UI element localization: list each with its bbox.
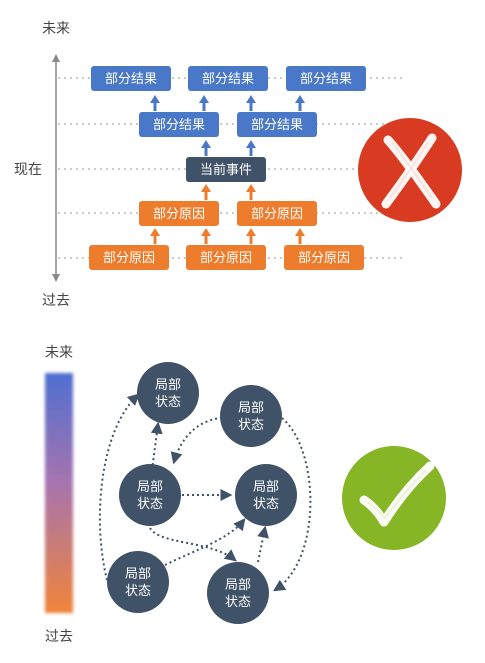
state-node-line1: 局部: [238, 401, 264, 416]
cause-box-label: 部分原因: [298, 251, 350, 266]
cross-badge-icon: [358, 118, 462, 222]
result-box: 部分结果: [286, 66, 366, 91]
state-node-line1: 局部: [125, 567, 151, 582]
up-arrow-icon: [199, 95, 209, 111]
cause-box-label: 部分原因: [251, 207, 303, 222]
state-node: 局部 状态: [207, 562, 269, 624]
cause-box: 部分原因: [237, 201, 317, 226]
result-box: 部分结果: [139, 112, 219, 137]
connectors: [98, 393, 312, 592]
state-node: 局部 状态: [235, 464, 297, 526]
state-node-line1: 局部: [155, 378, 181, 393]
cause-box-label: 部分原因: [153, 207, 205, 222]
connector: [164, 518, 246, 566]
gradient-label-future: 未来: [45, 345, 73, 361]
result-box: 部分结果: [91, 66, 171, 91]
check-badge-icon: [342, 446, 446, 550]
state-node-line2: 状态: [125, 584, 151, 599]
up-arrow-icon: [246, 140, 256, 156]
cause-box: 部分原因: [186, 245, 266, 270]
state-node-line2: 状态: [253, 497, 279, 512]
up-arrow-icon: [201, 228, 211, 244]
result-box-label: 部分结果: [105, 72, 157, 87]
top-diagram: 未来 现在 过去 部分结果 部分结果 部分结果 部分结果: [14, 21, 462, 309]
up-arrow-icon: [246, 228, 256, 244]
current-event-box: 当前事件: [186, 157, 266, 182]
up-arrow-icon: [246, 184, 256, 200]
state-node-line2: 状态: [238, 418, 264, 433]
up-arrow-icon: [201, 184, 211, 200]
result-box-label: 部分结果: [202, 72, 254, 87]
up-arrow-icon: [246, 95, 256, 111]
state-node-line2: 状态: [155, 395, 181, 410]
state-node: 局部 状态: [119, 464, 181, 526]
up-arrow-icon: [201, 140, 211, 156]
up-arrow-icon: [150, 95, 160, 111]
gradient-label-past: 过去: [45, 629, 73, 645]
result-box-label: 部分结果: [153, 118, 205, 133]
cause-box: 部分原因: [139, 201, 219, 226]
cause-box-label: 部分原因: [200, 251, 252, 266]
up-arrow-icon: [295, 95, 305, 111]
connector: [149, 527, 237, 562]
result-arrows: [150, 95, 305, 156]
result-box: 部分结果: [188, 66, 268, 91]
axis-label-past: 过去: [42, 293, 70, 309]
time-gradient-bar: [45, 373, 73, 613]
state-node-line1: 局部: [253, 480, 279, 495]
time-axis-arrow-down: [52, 274, 60, 282]
result-box: 部分结果: [237, 112, 317, 137]
state-node-line2: 状态: [137, 497, 163, 512]
connector: [170, 417, 223, 465]
state-node-line1: 局部: [137, 480, 163, 495]
state-node: 局部 状态: [137, 362, 199, 424]
connector: [257, 525, 269, 563]
up-arrow-icon: [295, 228, 305, 244]
cause-arrows: [150, 184, 305, 244]
result-box-label: 部分结果: [300, 72, 352, 87]
state-node: 局部 状态: [220, 385, 282, 447]
cause-box-label: 部分原因: [103, 251, 155, 266]
time-axis-arrow-up: [52, 54, 60, 62]
current-event-label: 当前事件: [200, 162, 252, 178]
state-node-line2: 状态: [225, 595, 251, 610]
axis-label-now: 现在: [14, 162, 42, 178]
state-node: 局部 状态: [107, 551, 169, 613]
result-box-label: 部分结果: [251, 118, 303, 133]
axis-label-future: 未来: [42, 21, 70, 37]
state-node-line1: 局部: [225, 578, 251, 593]
cause-box: 部分原因: [89, 245, 169, 270]
cause-box: 部分原因: [284, 245, 364, 270]
up-arrow-icon: [150, 228, 160, 244]
bottom-diagram: 未来 过去 局部 状态: [45, 345, 446, 645]
connector: [150, 421, 163, 471]
